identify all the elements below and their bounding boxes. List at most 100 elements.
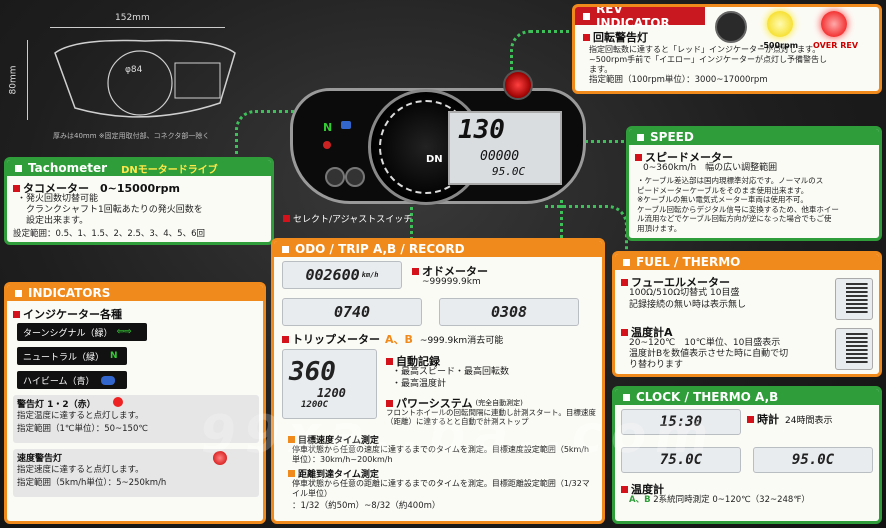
brand-logo: DN: [426, 154, 443, 165]
select-switch: [325, 165, 365, 190]
fuel-line: 100Ω/510Ω切替式 10目盛: [629, 288, 740, 298]
width-arrow: [50, 27, 225, 28]
fuel-line: 記録接続の無い時は表示無し: [629, 300, 747, 310]
record-head: 自動記録: [386, 353, 440, 369]
turn-signal-icon: ⇦⇨: [116, 327, 132, 337]
fuel-thermo-panel: FUEL / THERMO フューエルメーター 100Ω/510Ω切替式 10目…: [612, 251, 882, 377]
dimension-note: 厚みは40mm ※固定用取付部、コネクタ部一除く: [53, 132, 210, 140]
meter-odo-digits: 00000: [480, 149, 520, 164]
record-lcd-main: 360: [289, 357, 336, 387]
indicator-lamp-beam: [341, 121, 351, 129]
dimension-sketch: 152mm 80mm φ84 厚みは40mm ※固定用取付部、コネクタ部一除く: [5, 5, 240, 145]
thermo-b-lcd: 95.0C: [753, 447, 873, 473]
tachometer-head: タコメーター 0~15000rpm: [13, 180, 180, 196]
trip-b-lcd: 0308: [439, 298, 579, 326]
speed-warning-section: 速度警告灯 指定速度に達すると点灯します。 指定範囲（5km/h単位）：5~25…: [13, 449, 259, 497]
speed-note-line: ケーブル回転からデジタル信号に変換するため、他車ホイー: [637, 204, 839, 214]
meter-speed-digits: 130: [458, 115, 505, 145]
odo-lcd-unit: km/h: [361, 271, 379, 279]
speed-panel: SPEED スピードメーター 0~360km/h 幅の広い調整範囲 ・ケーブル差…: [626, 126, 882, 241]
lamp-yellow-icon: [767, 11, 793, 37]
meter-temp-digits: 95.0C: [492, 165, 526, 178]
rev-indicator-panel: REV INDICATOR 回転警告灯 指定回転数に達すると「レッド」インジケー…: [572, 4, 882, 94]
speed-warning-head: 速度警告灯: [17, 454, 63, 464]
tacho-line: 設定出来ます。: [17, 216, 89, 226]
thermo-b-digits: 95.0C: [791, 452, 835, 468]
speed-note-line: ※ケーブルの無い電気式メーター車両は使用不可。: [637, 195, 808, 204]
high-beam-icon: [100, 375, 115, 385]
odo-head: オドメーター: [412, 263, 488, 279]
meter-unit: DN 130 00000 95.0C N: [290, 88, 586, 205]
thermo-desc-text: 2系統同時測定 0~120℃（32~248℉）: [653, 495, 810, 505]
connector-line: [555, 140, 630, 163]
bullet-icon: [283, 215, 290, 222]
record-lcd: 360 1200 1200C: [282, 349, 377, 419]
fuel-head: フューエルメーター: [621, 274, 730, 290]
trip-ab: A、B: [385, 333, 413, 346]
odo-trip-title: ODO / TRIP A,B / RECORD: [274, 241, 602, 257]
power-head: パワーシステム(完全自動測定): [386, 395, 523, 411]
clock-thermo-title: CLOCK / THERMO A,B: [615, 389, 879, 405]
connector-line: [510, 30, 583, 93]
connector-line: [235, 110, 298, 173]
meter-outline: [54, 39, 236, 118]
thermo-ab: A、B: [629, 495, 651, 505]
rev-sub: 回転警告灯: [583, 29, 648, 45]
tacho-line: クランクシャフト1回転あたりの発火回数を: [17, 205, 203, 215]
warning-range: 指定範囲（1℃単位）：50~150℃: [17, 424, 148, 434]
trip-b-digits: 0308: [490, 303, 528, 321]
tacho-setting: 設定範囲：0.5、1、1.5、2、2.5、3、4、5、6回: [13, 229, 206, 239]
power-text: フロントホイールの回転間隔に連動し計測スタート。目標速度（距離）に達するとと自動…: [386, 408, 596, 426]
neutral-icon: N: [110, 351, 118, 361]
watermark: 99xa..ba..com: [195, 405, 722, 465]
trip-a-lcd: 0740: [282, 298, 422, 326]
height-arrow: [27, 40, 28, 120]
thermo-head: 温度計: [621, 481, 664, 497]
lamp-off-icon: [715, 11, 747, 43]
trip-range: ~999.9km消去可能: [419, 335, 504, 346]
odo-lcd-digits: 002600: [305, 266, 360, 284]
lamp-red-label: OVER REV: [813, 41, 859, 50]
dial-label: φ84: [125, 65, 143, 75]
indicator-item-neutral: ニュートラル（緑） N: [17, 347, 127, 365]
connector-line: [410, 200, 416, 240]
thermo-a-line: 20~120℃ 10℃単位、10目盛表示: [629, 338, 781, 348]
speed-warning-range: 指定範囲（5km/h単位）：5~250km/h: [17, 478, 167, 488]
warning-text: 指定温度に達すると点灯します。: [17, 411, 144, 421]
power-note: (完全自動測定): [475, 399, 523, 407]
clock-desc: 24時間表示: [785, 415, 833, 426]
select-switch-text: セレクト/アジャストスイッチ: [293, 215, 413, 225]
warning-lamp-icon: [113, 397, 123, 407]
speed-warning-text: 指定速度に達すると点灯します。: [17, 465, 144, 475]
indicators-head: インジケーター各種: [13, 306, 122, 322]
record-item: ・最高スピード・最高回転数: [392, 367, 510, 377]
indicator-label: ニュートラル（緑）: [23, 352, 105, 363]
distance-range: ：1/32（約50m）~8/32（約400m）: [292, 501, 441, 511]
record-lcd-sub2: 1200C: [301, 400, 329, 410]
speed-head: スピードメーター: [635, 149, 733, 165]
rev-text: 指定回転数に達すると「レッド」インジケーターが点灯します。~500rpm手前で「…: [589, 45, 828, 74]
record-item: ・最高温度計: [392, 379, 447, 389]
thermo-a-line: 温度計Bを数値表示させた時に自動で切: [629, 349, 789, 359]
speed-note-line: ・ケーブル差込部は国内現標準対応です。ノーマルのス: [637, 176, 824, 185]
indicator-item-turn: ターンシグナル（緑） ⇦⇨: [17, 323, 147, 341]
lamp-red-icon: [821, 11, 847, 37]
thermo-gauge-icon: [835, 328, 873, 370]
speed-warning-lamp-icon: [213, 451, 227, 465]
thermo-a-lcd: 75.0C: [621, 447, 741, 473]
fuel-gauge-icon: [835, 278, 873, 320]
clock-lcd: 15:30: [621, 409, 741, 435]
indicator-label: ターンシグナル（緑）: [23, 328, 113, 339]
thermo-a-head: 温度計A: [621, 324, 673, 340]
speed-note-line: ピードメーターケーブルをそのまま使用出来ます。: [637, 185, 809, 195]
lamp-yellow-label: -500rpm: [760, 41, 799, 50]
switch-knob: [345, 167, 365, 187]
target-speed-head: 目標速度タイム測定: [288, 433, 379, 446]
fuel-thermo-title: FUEL / THERMO: [615, 254, 879, 270]
distance-head: 距離到達タイム測定: [288, 467, 379, 480]
